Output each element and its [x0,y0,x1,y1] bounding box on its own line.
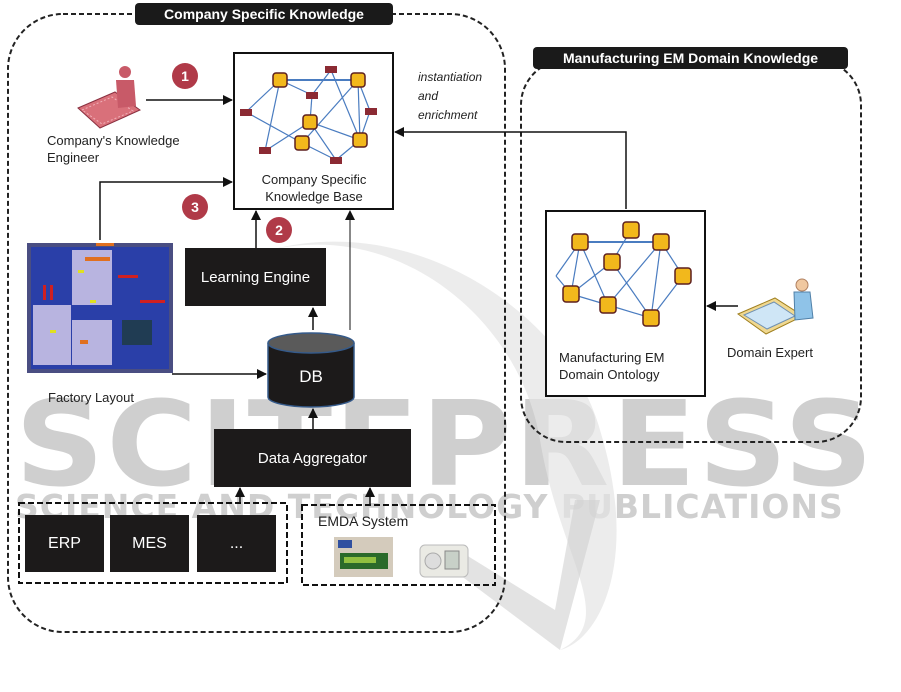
company-region-title: Company Specific Knowledge [135,3,393,25]
emda-device-images [334,537,469,578]
db-label: DB [299,367,323,386]
step-badge-3: 3 [182,194,208,220]
emda-group-border [301,504,496,586]
factory-layout-image [27,243,173,373]
domain-region-title: Manufacturing EM Domain Knowledge [533,47,848,69]
knowledge-base-label: Company Specific Knowledge Base [261,172,367,204]
instantiation-label: instantiation and enrichment [418,70,483,122]
step-badge-1: 1 [172,63,198,89]
arrow-layout-to-kb [99,177,233,240]
knowledge-engineer-icon [77,66,141,129]
domain-expert-label: Domain Expert [727,345,813,360]
watermark-swoosh [270,241,617,650]
domain-expert-icon [736,278,814,335]
step-badge-2: 2 [266,217,292,243]
emda-label: EMDA System [318,513,409,529]
arrow-ontology-to-kb [394,127,627,209]
sources-group-border [18,502,288,584]
watermark-swoosh-2 [440,500,600,650]
factory-layout-label: Factory Layout [48,390,134,405]
source-mes-box: MES [110,515,189,572]
data-aggregator-box: Data Aggregator [214,429,411,487]
knowledge-engineer-label: Company's Knowledge Engineer [47,133,180,165]
learning-engine-box: Learning Engine [185,248,326,306]
kb-concept-nodes [272,72,368,151]
source-erp-box: ERP [25,515,104,572]
source-more-box: ... [197,515,276,572]
ontology-concept-nodes [562,221,692,327]
kb-small-nodes [240,66,377,164]
ontology-label: Manufacturing EM Domain Ontology [559,350,665,382]
db-cylinder [267,332,355,408]
